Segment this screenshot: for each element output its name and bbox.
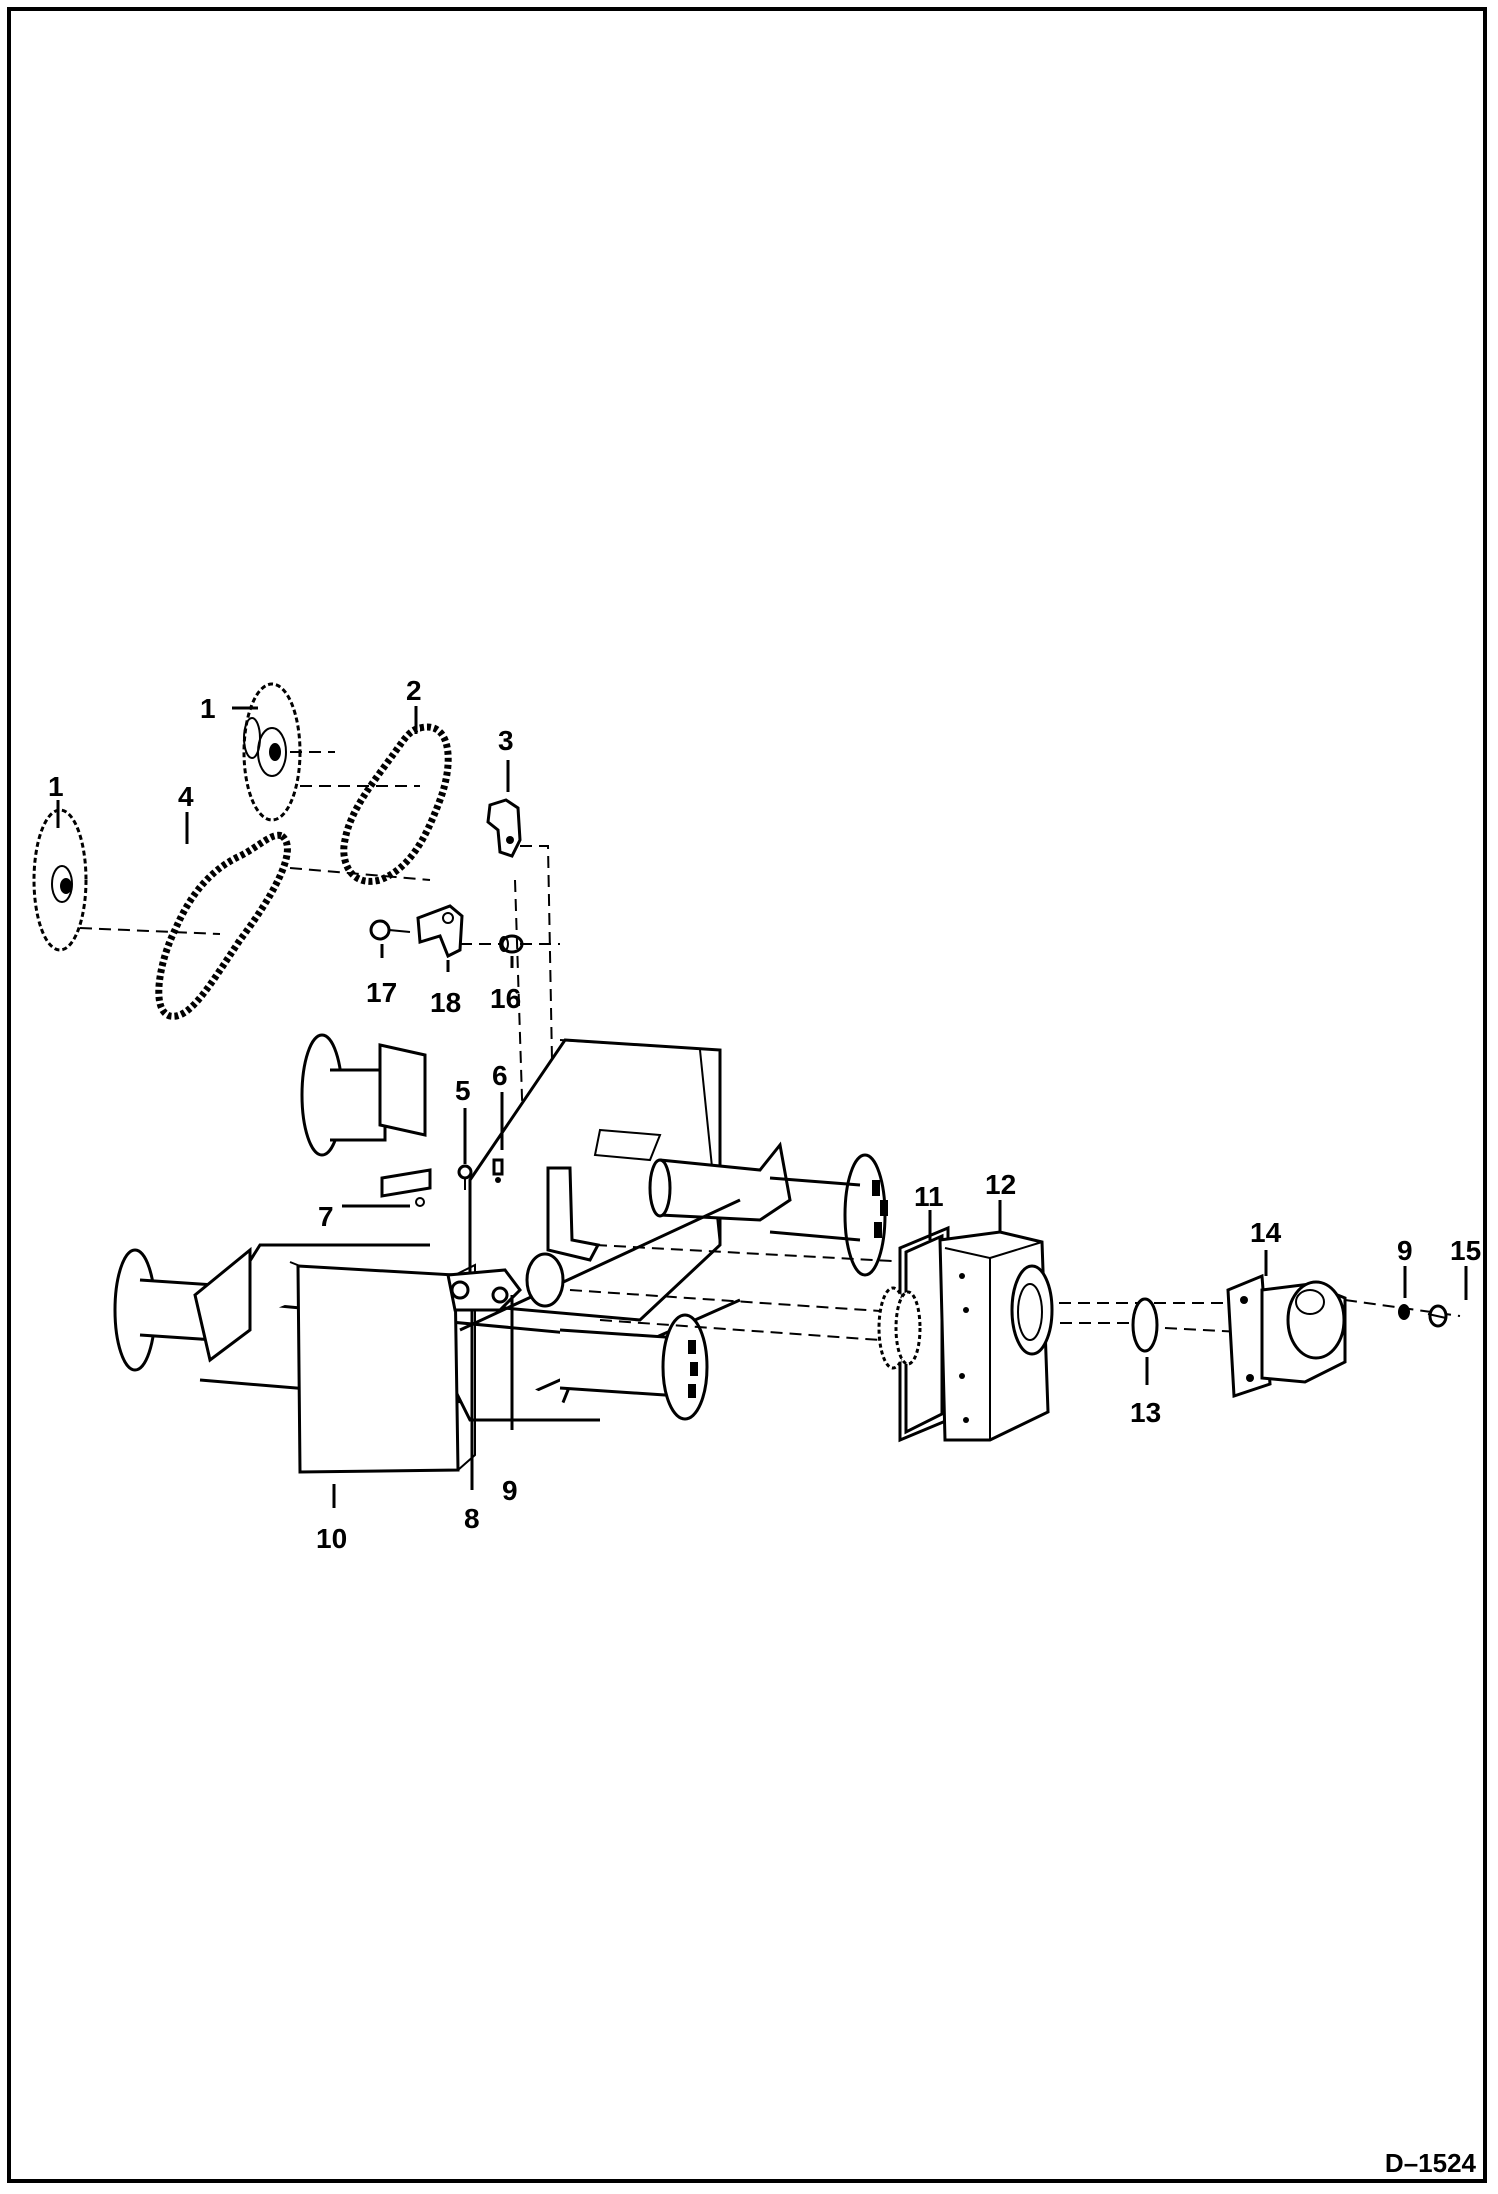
callout-7: 7 <box>318 1201 334 1232</box>
callout-8: 8 <box>464 1503 480 1534</box>
gearbox-housing-12 <box>938 1230 1054 1442</box>
drive-chain-4 <box>155 831 291 1020</box>
callout-6: 6 <box>492 1060 508 1091</box>
callout-12: 12 <box>985 1169 1016 1200</box>
callout-4: 4 <box>178 781 194 812</box>
gasket-11 <box>898 1225 950 1443</box>
o-ring-13 <box>1131 1297 1159 1353</box>
callout-5: 5 <box>455 1075 471 1106</box>
page-border <box>7 7 1487 2183</box>
callout-2: 2 <box>406 675 422 706</box>
callout-13: 13 <box>1130 1397 1161 1428</box>
chain-guide-3 <box>486 798 522 858</box>
callout-17: 17 <box>366 977 397 1008</box>
mount-bolt-5 <box>457 1164 473 1190</box>
callout-15: 15 <box>1450 1235 1481 1266</box>
left-wheel-hub <box>113 1246 252 1372</box>
right-lower-hub <box>559 1313 709 1421</box>
tensioner-bracket-18 <box>416 904 464 959</box>
callout-1-upper: 1 <box>200 693 216 724</box>
figure-id: D–1524 <box>1385 2148 1477 2178</box>
hydraulic-motor-14 <box>1226 1273 1347 1399</box>
callout-9-right: 9 <box>1397 1235 1413 1266</box>
mount-bolt-6 <box>492 1158 504 1183</box>
callout-16: 16 <box>490 983 521 1014</box>
callout-11: 11 <box>914 1181 944 1212</box>
chain-case-cover-10 <box>289 1261 476 1474</box>
right-axle-tube <box>648 1141 888 1277</box>
assembly-lines-upper <box>79 751 560 1161</box>
sprocket-lower <box>32 808 88 952</box>
callout-9-left: 9 <box>502 1475 518 1506</box>
rear-axle-tube <box>300 1033 427 1157</box>
bearing-plate <box>446 1252 565 1312</box>
bushing-16 <box>499 934 524 954</box>
callout-labels: 1 1 2 3 4 5 6 7 8 9 10 11 12 13 14 9 15 … <box>48 675 1481 1554</box>
tensioner-bolt-17 <box>369 919 411 941</box>
frame-housing-top <box>468 1038 722 1322</box>
mount-plate-7 <box>380 1168 432 1207</box>
drive-gear <box>877 1286 922 1370</box>
callout-3: 3 <box>498 725 514 756</box>
callout-10: 10 <box>316 1523 347 1554</box>
callout-14: 14 <box>1250 1217 1282 1248</box>
nut-9-right <box>1398 1304 1410 1320</box>
leader-lines <box>56 706 1468 1508</box>
callout-1-lower: 1 <box>48 771 64 802</box>
drive-chain-2 <box>340 723 452 885</box>
callout-18: 18 <box>430 987 461 1018</box>
bolt-15 <box>1427 1304 1448 1328</box>
